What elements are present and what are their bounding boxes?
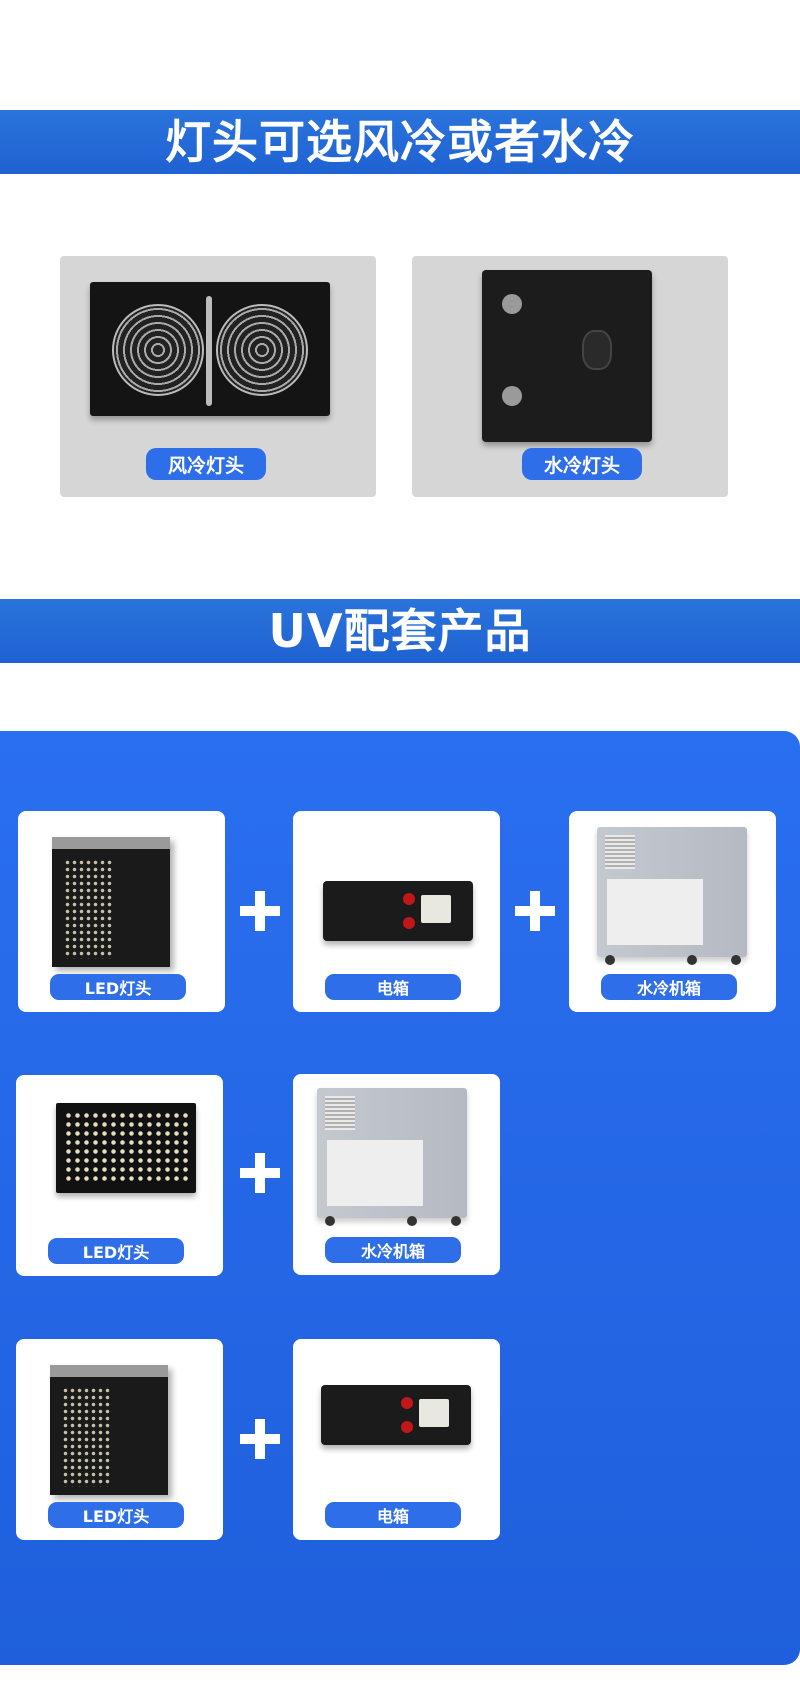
plus-icon	[515, 891, 555, 931]
product-card-chiller[interactable]: 水冷机箱	[293, 1074, 500, 1275]
product-card-led-head[interactable]: LED灯头	[18, 811, 225, 1012]
product-card-led-head[interactable]: LED灯头	[16, 1075, 223, 1276]
product-label-pill: LED灯头	[50, 974, 186, 1000]
plus-icon	[240, 891, 280, 931]
fan-icon	[216, 304, 308, 396]
led-head-image	[50, 1365, 168, 1495]
plug-icon	[582, 330, 612, 370]
product-label-pill: 水冷机箱	[325, 1237, 461, 1263]
product-card-power-box[interactable]: 电箱	[293, 811, 500, 1012]
power-box-image	[321, 1385, 471, 1445]
section-title: UV配套产品	[268, 604, 532, 658]
product-label-pill: LED灯头	[48, 1238, 184, 1264]
product-label-pill: 风冷灯头	[146, 448, 266, 480]
chiller-image	[597, 827, 747, 965]
product-card-air-cooled[interactable]: 风冷灯头	[60, 256, 376, 497]
product-label-pill: 水冷机箱	[601, 974, 737, 1000]
fan-icon	[112, 304, 204, 396]
product-label-pill: LED灯头	[48, 1502, 184, 1528]
air-cooled-lamp-image	[90, 282, 330, 416]
product-label-pill: 电箱	[325, 974, 461, 1000]
chiller-image	[317, 1088, 467, 1226]
water-cooled-lamp-image	[482, 270, 652, 442]
plus-icon	[240, 1153, 280, 1193]
water-connector-icon	[502, 386, 522, 406]
led-head-image	[56, 1103, 196, 1193]
section-title: 灯头可选风冷或者水冷	[165, 115, 635, 169]
product-card-chiller[interactable]: 水冷机箱	[569, 811, 776, 1012]
uv-products-panel: LED灯头 电箱 水冷机箱 LED灯头 水冷机箱 LED灯头	[0, 731, 800, 1665]
section-banner-uv-products: UV配套产品	[0, 599, 800, 663]
led-head-image	[52, 837, 170, 967]
plus-icon	[240, 1419, 280, 1459]
power-box-image	[323, 881, 473, 941]
product-label-pill: 水冷灯头	[522, 448, 642, 480]
product-card-power-box[interactable]: 电箱	[293, 1339, 500, 1540]
product-card-water-cooled[interactable]: 水冷灯头	[412, 256, 728, 497]
water-connector-icon	[502, 294, 522, 314]
handle	[206, 296, 212, 406]
section-banner-cooling: 灯头可选风冷或者水冷	[0, 110, 800, 174]
product-label-pill: 电箱	[325, 1502, 461, 1528]
product-card-led-head[interactable]: LED灯头	[16, 1339, 223, 1540]
